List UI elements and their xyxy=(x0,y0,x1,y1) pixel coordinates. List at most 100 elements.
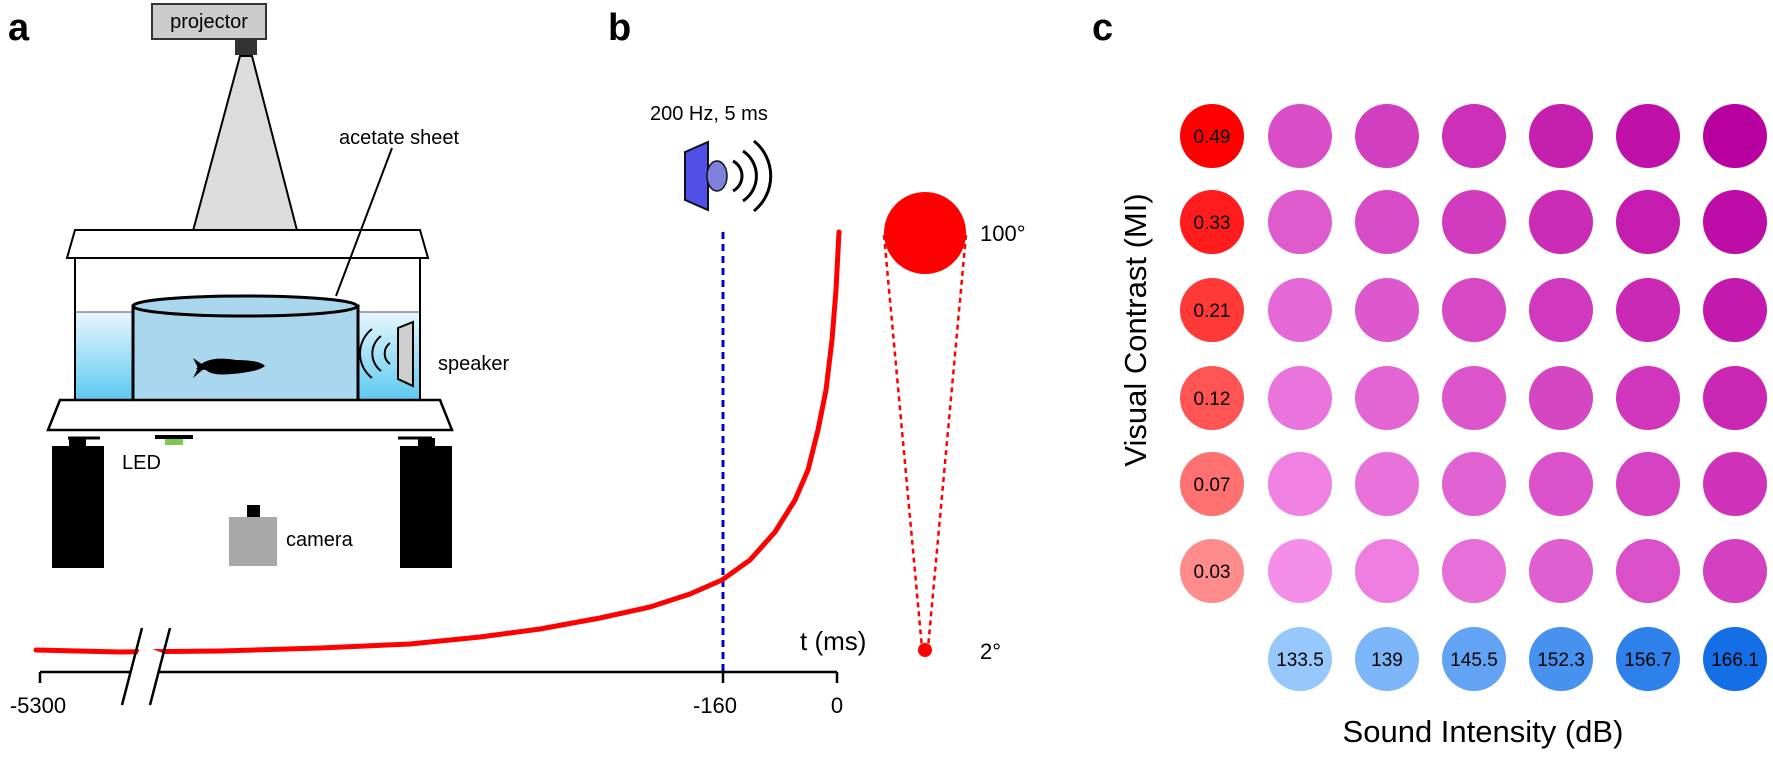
panel-b-letter: b xyxy=(608,7,631,49)
multisensory-circle xyxy=(1616,104,1680,168)
sound-wave-icon xyxy=(359,328,373,379)
projector-lens xyxy=(235,39,257,55)
contrast-circle xyxy=(1180,278,1244,342)
multisensory-circle xyxy=(1616,278,1680,342)
sound-circle xyxy=(1355,627,1419,691)
camera-label: camera xyxy=(286,529,354,551)
multisensory-circle xyxy=(1442,366,1506,430)
sound-value: 152.3 xyxy=(1537,650,1585,671)
tank-speaker xyxy=(397,320,414,388)
led-icon xyxy=(165,439,183,445)
sound-wave-icon xyxy=(371,335,382,372)
multisensory-circle xyxy=(1268,366,1332,430)
contrast-circle xyxy=(1180,539,1244,603)
projector-label: projector xyxy=(170,11,248,33)
fish-body xyxy=(196,358,265,375)
projector-box xyxy=(151,3,267,40)
sound-circle xyxy=(1616,627,1680,691)
support-leg-right-top xyxy=(418,438,435,448)
sound-wave-icon xyxy=(383,342,391,365)
acetate-pointer-line xyxy=(335,147,393,297)
support-leg-left xyxy=(52,446,104,568)
support-leg-right xyxy=(400,446,452,568)
x-axis-label: Sound Intensity (dB) xyxy=(1343,714,1624,749)
multisensory-circle xyxy=(1355,190,1419,254)
contrast-value: 0.12 xyxy=(1194,389,1231,410)
multisensory-circle xyxy=(1442,104,1506,168)
sound-circle xyxy=(1442,627,1506,691)
support-leg-left-top xyxy=(69,438,86,448)
sound-circle xyxy=(1529,627,1593,691)
contrast-value: 0.49 xyxy=(1194,127,1231,148)
multisensory-circle xyxy=(1529,539,1593,603)
multisensory-circle xyxy=(1355,366,1419,430)
stimulus-disk-small xyxy=(918,643,932,657)
panel-a: a projector acetate sheet speaker xyxy=(8,3,509,568)
contrast-value: 0.33 xyxy=(1194,213,1231,234)
multisensory-circle xyxy=(1442,190,1506,254)
acetate-label: acetate sheet xyxy=(339,127,460,149)
sound-wave-icon xyxy=(742,149,758,203)
multisensory-circle xyxy=(1355,539,1419,603)
panel-c: c Visual Contrast (MI) Sound Intensity (… xyxy=(1092,7,1767,749)
tick-label: -5300 xyxy=(10,693,66,718)
sound-value: 139 xyxy=(1371,650,1403,671)
speaker-icon xyxy=(684,140,709,212)
multisensory-circle xyxy=(1268,104,1332,168)
axis-break-icon xyxy=(148,627,172,706)
multisensory-circle xyxy=(1703,190,1767,254)
camera-icon xyxy=(229,517,277,566)
contrast-value: 0.07 xyxy=(1194,475,1231,496)
tick-label: -160 xyxy=(693,693,737,718)
multisensory-circle xyxy=(1616,539,1680,603)
multisensory-circle xyxy=(1703,539,1767,603)
contrast-circle xyxy=(1180,452,1244,516)
sound-value: 156.7 xyxy=(1624,650,1672,671)
fish-tail xyxy=(193,358,206,378)
angle-line xyxy=(926,234,968,649)
sound-circle xyxy=(1703,627,1767,691)
multisensory-circle xyxy=(1703,104,1767,168)
sound-wave-icon xyxy=(732,159,744,193)
sound-wave-icon xyxy=(753,139,773,213)
x-axis-label: t (ms) xyxy=(800,626,866,656)
stimulus-disk-large xyxy=(884,192,966,274)
panel-b: b 200 Hz, 5 ms -5300 -160 0 t (ms) 100° … xyxy=(10,7,1026,718)
speaker-label: speaker xyxy=(438,353,509,375)
angle-line xyxy=(882,234,924,649)
sound-value: 166.1 xyxy=(1711,650,1759,671)
multisensory-circle xyxy=(1529,452,1593,516)
panel-c-letter: c xyxy=(1092,7,1113,49)
sound-circle xyxy=(1268,627,1332,691)
multisensory-circle xyxy=(1529,366,1593,430)
tick-label: 0 xyxy=(831,693,843,718)
contrast-circle xyxy=(1180,104,1244,168)
speaker-cone xyxy=(706,160,728,192)
multisensory-circle xyxy=(1268,190,1332,254)
acetate-cylinder-top xyxy=(131,294,359,318)
multisensory-circle xyxy=(1616,190,1680,254)
led-label: LED xyxy=(122,452,161,474)
multisensory-circle xyxy=(1442,539,1506,603)
multisensory-circle xyxy=(1355,104,1419,168)
contrast-value: 0.21 xyxy=(1194,301,1231,322)
multisensory-circle xyxy=(1355,452,1419,516)
multisensory-circle xyxy=(1529,190,1593,254)
panel-a-letter: a xyxy=(8,7,30,49)
multisensory-circle xyxy=(1268,452,1332,516)
axis-break-gap xyxy=(124,645,166,699)
sound-value: 133.5 xyxy=(1276,650,1324,671)
multisensory-circle xyxy=(1529,104,1593,168)
multisensory-circle xyxy=(1268,539,1332,603)
axis-break-icon xyxy=(120,627,144,706)
stimulus-label: 200 Hz, 5 ms xyxy=(650,103,768,125)
contrast-circle xyxy=(1180,366,1244,430)
multisensory-circle xyxy=(1703,366,1767,430)
size-large-label: 100° xyxy=(980,221,1026,246)
multisensory-circle xyxy=(1442,278,1506,342)
multisensory-circle xyxy=(1268,278,1332,342)
multisensory-circle xyxy=(1355,278,1419,342)
